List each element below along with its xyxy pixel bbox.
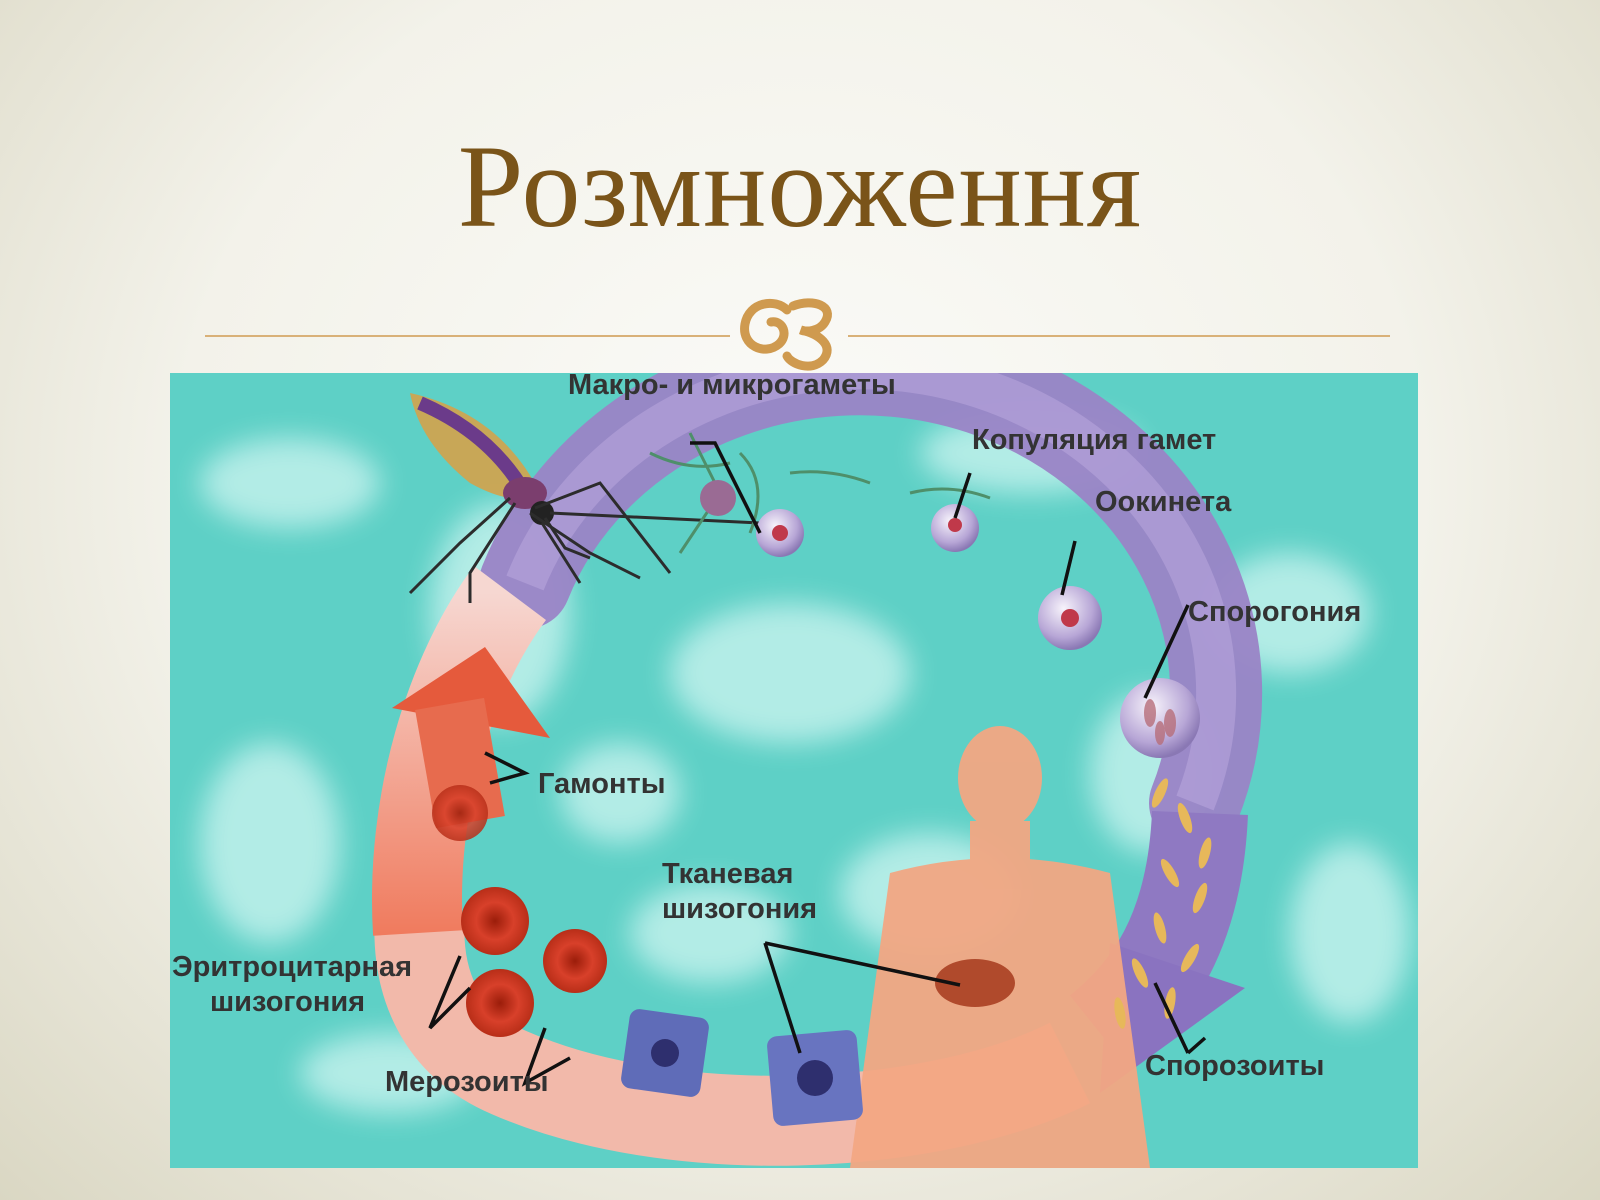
label-sporozoites: Спорозоиты [1145,1050,1324,1082]
label-merozoites: Мерозоиты [385,1066,549,1098]
label-gamonts: Гамонты [538,768,665,800]
human-silhouette [850,726,1150,1168]
sporozoites-cluster [1114,778,1212,1029]
label-tissue-schizogony-2: шизогония [662,893,817,925]
label-macro-microgametes: Макро- и микрогаметы [568,373,896,401]
liver-icon [935,959,1015,1007]
title-rule-left [205,335,730,337]
macrogamete-icon [700,480,736,516]
label-copulation: Копуляция гамет [972,424,1216,456]
title-rule-right [848,335,1390,337]
oocyst-icon [1120,678,1200,758]
label-ookinete: Оокинета [1095,486,1232,518]
fleuron-icon [740,298,832,371]
label-tissue-schizogony-1: Тканевая [662,858,793,890]
callout-lines [428,441,1207,1087]
malaria-life-cycle-diagram: Макро- и микрогаметы Копуляция гамет Оок… [170,373,1418,1168]
red-blood-cells [432,785,607,1037]
label-sporogony: Спорогония [1188,596,1361,628]
label-erythrocytic-schizogony-1: Эритроцитарная [172,951,412,983]
label-erythrocytic-schizogony-2: шизогония [210,986,365,1018]
slide-title: Розмноження [457,121,1143,252]
mosquito-icon [408,393,761,603]
